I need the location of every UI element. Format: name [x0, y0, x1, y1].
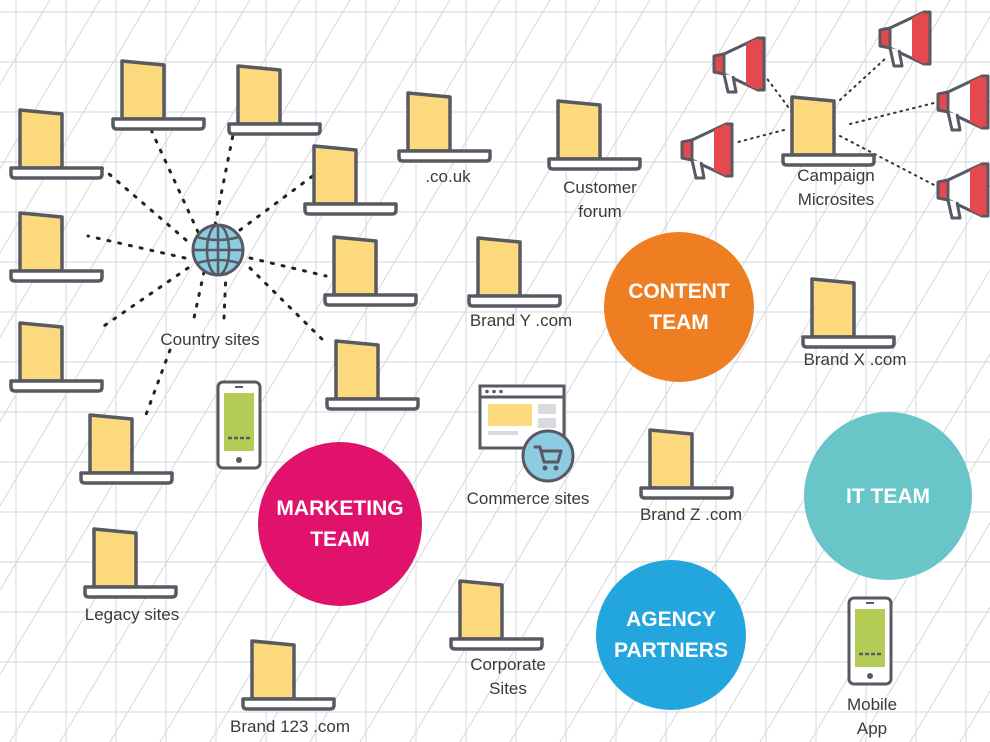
grid-line: [109, 0, 551, 742]
grid-line: [259, 0, 701, 742]
laptop-icon: [546, 98, 646, 172]
laptop-icon: [82, 526, 182, 600]
agency-partners-circle: AGENCY PARTNERS: [596, 560, 746, 710]
grid-line: [759, 353, 990, 742]
grid-line: [0, 0, 401, 676]
brand-z-label: Brand Z .com: [639, 505, 743, 524]
content-team-circle: CONTENT TEAM: [604, 232, 754, 382]
brand-x-label: Brand X .com: [803, 350, 907, 369]
smartphone-icon: [846, 596, 894, 686]
commerce-sites-label: Commerce sites: [466, 489, 590, 508]
connector-globe-laptop-7: [248, 266, 330, 347]
connector-globe-laptop-4: [100, 166, 188, 242]
laptop-icon: [8, 210, 108, 284]
grid-line: [909, 606, 990, 742]
campaign-microsites-label: Campaign Microsites: [797, 166, 875, 209]
it-team-circle: IT TEAM: [804, 412, 972, 580]
shopping-cart-icon: [521, 429, 575, 483]
megaphone-icon: [706, 34, 770, 96]
customer-forum-label: Customer forum: [563, 178, 637, 221]
connector-micro-mega-5: [737, 129, 785, 143]
laptop-icon: [638, 427, 738, 501]
laptop-icon: [8, 320, 108, 394]
megaphone-icon: [930, 72, 990, 134]
grid-line: [0, 0, 151, 254]
grid-line: [859, 521, 990, 742]
mobile-app-label: Mobile App: [846, 695, 898, 738]
co-uk-label: .co.uk: [425, 167, 471, 186]
connector-globe-down: [192, 270, 206, 320]
connector-globe-laptop-2: [213, 118, 238, 227]
laptop-icon: [302, 143, 402, 217]
laptop-icon: [466, 235, 566, 309]
laptop-icon: [448, 578, 548, 652]
connector-globe-laptop-8: [96, 266, 190, 332]
laptop-icon: [8, 107, 108, 181]
laptop-icon: [78, 412, 178, 486]
connector-globe-down-2: [222, 270, 228, 320]
brand-123-label: Brand 123 .com: [229, 717, 350, 736]
grid-line: [0, 0, 301, 507]
laptop-icon: [226, 63, 326, 137]
brand-y-label: Brand Y .com: [469, 311, 573, 330]
connector-micro-mega-3: [849, 101, 939, 125]
connector-micro-mega-2: [839, 57, 887, 101]
connector-globe-laptop-9: [142, 348, 172, 422]
grid-line: [309, 0, 751, 742]
country-sites-label: Country sites: [160, 330, 260, 349]
megaphone-icon: [674, 120, 738, 182]
grid-line: [709, 268, 990, 742]
globe-icon: [191, 223, 245, 277]
laptop-icon: [324, 338, 424, 412]
laptop-icon: [322, 234, 422, 308]
connector-micro-mega-1: [761, 71, 793, 113]
grid-line: [9, 0, 451, 742]
laptop-icon: [396, 90, 496, 164]
laptop-icon: [240, 638, 340, 712]
connector-globe-laptop-6: [248, 256, 328, 278]
connector-micro-mega-4: [839, 135, 937, 187]
megaphone-icon: [930, 160, 990, 222]
laptop-icon: [780, 94, 880, 168]
grid-line: [159, 0, 601, 742]
corporate-sites-label: Corporate Sites: [470, 655, 546, 698]
grid-line: [509, 0, 951, 742]
legacy-sites-label: Legacy sites: [84, 605, 180, 624]
marketing-team-circle: MARKETING TEAM: [258, 442, 422, 606]
megaphone-icon: [872, 8, 936, 70]
laptop-icon: [110, 58, 210, 132]
smartphone-icon: [215, 380, 263, 470]
laptop-icon: [800, 276, 900, 350]
